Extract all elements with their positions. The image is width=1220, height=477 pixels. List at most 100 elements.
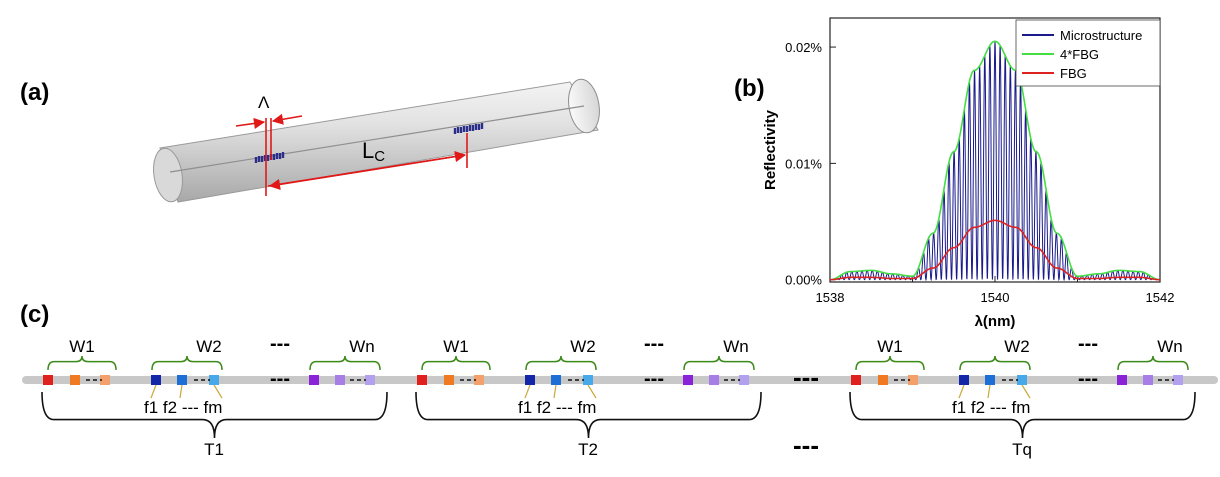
grating-channel <box>151 375 161 385</box>
group-ellipsis: --- <box>793 430 819 460</box>
grating-channel <box>551 375 561 385</box>
frequency-leader <box>958 384 965 399</box>
grating-channel <box>209 375 219 385</box>
freq-label: f2 <box>163 398 177 417</box>
frequency-leader <box>524 384 531 399</box>
frequency-labels: f1 f2 --- fm <box>518 398 596 417</box>
time-brace <box>849 391 1196 439</box>
grating-channel <box>583 375 593 385</box>
wavelength-label: Wn <box>1157 337 1183 356</box>
grating-channel <box>417 375 427 385</box>
wavelength-label: Wn <box>349 337 375 356</box>
grating-channel <box>474 375 484 385</box>
frequency-leader <box>553 384 557 399</box>
legend-entry: Microstructure <box>1060 28 1142 43</box>
freq-dashes: --- <box>177 398 203 417</box>
channel-ellipsis: --- <box>1078 368 1098 390</box>
x-tick-label: 1538 <box>816 290 845 305</box>
grating-channel <box>444 375 454 385</box>
panel-a-label: (a) <box>20 79 49 106</box>
frequency-leader <box>150 384 157 399</box>
wavelength-brace <box>525 355 597 371</box>
period-symbol: Λ <box>258 93 270 112</box>
grating-channel <box>1017 375 1027 385</box>
wavelength-label: W2 <box>196 337 222 356</box>
grating-channel <box>959 375 969 385</box>
panel-c-label: (c) <box>20 301 49 328</box>
spacing-marker: LC <box>267 133 468 190</box>
grating-channel <box>1143 375 1153 385</box>
freq-label: fm <box>1012 398 1031 417</box>
x-tick-label: 1542 <box>1146 290 1175 305</box>
frequency-labels: f1 f2 --- fm <box>144 398 222 417</box>
panel-b-label: (b) <box>734 75 765 102</box>
wavelength-brace <box>959 355 1031 371</box>
grating-channel <box>525 375 535 385</box>
wavelength-brace <box>1117 355 1189 371</box>
time-label: T2 <box>578 440 598 459</box>
frequency-labels: f1 f2 --- fm <box>952 398 1030 417</box>
freq-dashes: --- <box>985 398 1011 417</box>
time-label: Tq <box>1012 440 1032 459</box>
time-label: T1 <box>204 440 224 459</box>
wavelength-brace <box>47 355 117 371</box>
wavelength-brace <box>855 355 925 371</box>
grating-channel <box>683 375 693 385</box>
optical-fiber <box>153 78 600 203</box>
freq-label: fm <box>204 398 223 417</box>
freq-dashes: --- <box>551 398 577 417</box>
spacing-symbol: LC <box>362 138 385 165</box>
reflectivity-chart: 0.00% 0.01% 0.02% 1538 1540 1542 λ(nm) Reflecti… <box>762 17 1175 330</box>
wavelength-label: W1 <box>877 337 903 356</box>
grating-channel <box>851 375 861 385</box>
grating-channel <box>309 375 319 385</box>
chart-legend: Microstructure 4*FBG FBG <box>1015 19 1161 87</box>
grating-channel <box>1117 375 1127 385</box>
x-axis-label: λ(nm) <box>975 313 1016 330</box>
freq-label: f1 <box>144 398 163 417</box>
wavelength-brace <box>683 355 755 371</box>
period-marker: Λ <box>235 93 303 196</box>
grating-channel <box>70 375 80 385</box>
time-brace <box>41 391 388 439</box>
wavelength-label: W1 <box>69 337 95 356</box>
y-tick-label: 0.02% <box>785 40 822 55</box>
legend-entry: FBG <box>1060 66 1087 81</box>
wavelength-label: W2 <box>570 337 596 356</box>
frequency-leader <box>213 384 223 399</box>
legend-entry: 4*FBG <box>1060 47 1099 62</box>
grating-channel <box>739 375 749 385</box>
frequency-leader <box>1021 384 1031 399</box>
time-brace <box>415 391 762 439</box>
freq-label: f1 <box>518 398 537 417</box>
freq-label: f2 <box>537 398 551 417</box>
y-tick-label: 0.01% <box>785 156 822 171</box>
grating-channel <box>985 375 995 385</box>
channel-ellipsis: --- <box>1078 333 1098 355</box>
channel-ellipsis: --- <box>270 333 290 355</box>
grating-channel <box>335 375 345 385</box>
frequency-leader <box>179 384 183 399</box>
freq-label: fm <box>578 398 597 417</box>
grating-channel <box>100 375 110 385</box>
grating-channel <box>177 375 187 385</box>
channel-ellipsis: --- <box>644 333 664 355</box>
group-ellipsis: --- <box>793 362 819 392</box>
wavelength-label: W1 <box>443 337 469 356</box>
wavelength-brace <box>309 355 381 371</box>
wavelength-label: Wn <box>723 337 749 356</box>
y-tick-label: 0.00% <box>785 273 822 288</box>
channel-ellipsis: --- <box>270 368 290 390</box>
grating-channel <box>43 375 53 385</box>
panel-b: (b) 0.00% 0.01% 0.02% 1538 1540 1542 λ(nm) Refl… <box>734 17 1175 330</box>
wavelength-brace <box>151 355 223 371</box>
grating-2 <box>453 123 484 134</box>
freq-label: f2 <box>971 398 985 417</box>
x-tick-label: 1540 <box>981 290 1010 305</box>
grating-channel <box>365 375 375 385</box>
y-axis-label: Reflectivity <box>762 109 779 190</box>
